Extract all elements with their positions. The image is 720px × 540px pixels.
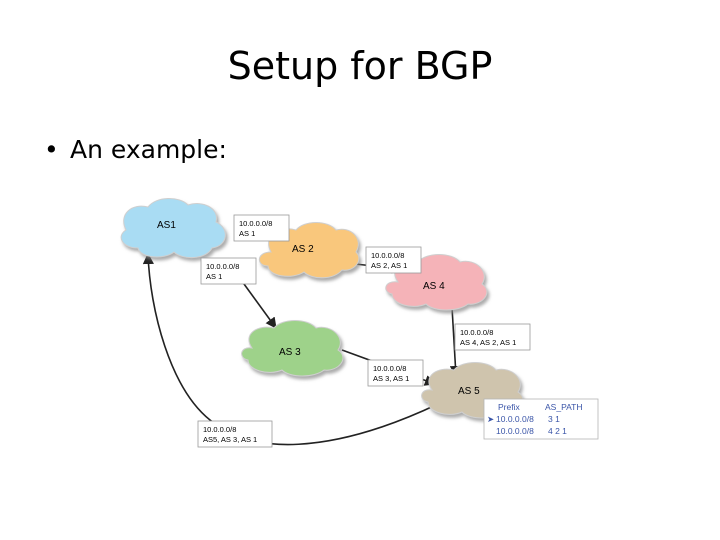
bullet-marker: •: [44, 135, 59, 164]
advert-path: AS5, AS 3, AS 1: [203, 435, 257, 444]
rib-table: Prefix AS_PATH ➤ 10.0.0.0/8 3 1 10.0.0.0…: [483, 398, 599, 440]
advert-box-4: 10.0.0.0/8 AS 4, AS 2, AS 1: [454, 323, 531, 351]
advert-box-1: 10.0.0.0/8 AS 1: [233, 214, 290, 242]
as5-label: AS 5: [458, 386, 480, 397]
advert-path: AS 2, AS 1: [371, 261, 407, 270]
advert-prefix: 10.0.0.0/8: [373, 364, 406, 373]
as3-cloud: [241, 320, 344, 377]
rib-header-aspath: AS_PATH: [545, 402, 582, 412]
advert-prefix: 10.0.0.0/8: [203, 425, 236, 434]
arrow-as4-to-as5: [449, 306, 462, 378]
rib-header-prefix: Prefix: [498, 402, 520, 412]
as3-label: AS 3: [279, 347, 301, 358]
bullet-item: • An example:: [44, 135, 227, 164]
arrow-as5-to-as1: [142, 252, 439, 446]
advert-prefix: 10.0.0.0/8: [460, 328, 493, 337]
bullet-text: An example:: [70, 135, 227, 164]
advert-box-2: 10.0.0.0/8 AS 1: [200, 257, 257, 285]
advert-box-3: 10.0.0.0/8 AS 2, AS 1: [365, 246, 422, 274]
advert-box-5: 10.0.0.0/8 AS 3, AS 1: [367, 359, 424, 387]
advert-path: AS 1: [206, 272, 222, 281]
rib-row-prefix: 10.0.0.0/8: [496, 426, 534, 436]
slide-title: Setup for BGP: [227, 44, 493, 88]
rib-row-path: 3 1: [548, 414, 560, 424]
as2-label: AS 2: [292, 244, 314, 255]
advert-path: AS 3, AS 1: [373, 374, 409, 383]
rib-row-prefix: 10.0.0.0/8: [496, 414, 534, 424]
advert-path: AS 1: [239, 229, 255, 238]
best-route-marker: ➤: [487, 414, 495, 424]
rib-row-path: 4 2 1: [548, 426, 567, 436]
advert-prefix: 10.0.0.0/8: [206, 262, 239, 271]
advert-box-6: 10.0.0.0/8 AS5, AS 3, AS 1: [197, 420, 273, 448]
advert-prefix: 10.0.0.0/8: [239, 219, 272, 228]
advert-prefix: 10.0.0.0/8: [371, 251, 404, 260]
as1-cloud: [120, 198, 226, 258]
advert-path: AS 4, AS 2, AS 1: [460, 338, 516, 347]
as1-label: AS1: [157, 220, 176, 231]
as4-label: AS 4: [423, 281, 445, 292]
